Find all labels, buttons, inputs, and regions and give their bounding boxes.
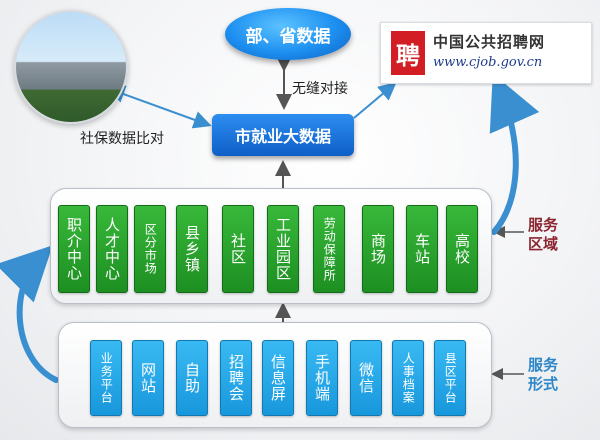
form-item: 招聘会 <box>220 340 252 416</box>
center-to-logo-arrow <box>353 82 397 119</box>
area-item: 工业园区 <box>267 205 299 293</box>
curve-to-logo-arrow <box>489 73 540 235</box>
area-item: 劳动保障所 <box>313 205 345 293</box>
form-item: 县区平台 <box>434 340 466 416</box>
area-item: 高校 <box>446 205 478 293</box>
logo-name: 中国公共招聘网 <box>433 33 546 51</box>
form-item: 人事档案 <box>392 340 424 416</box>
area-item: 区分市场 <box>134 205 166 293</box>
form-item: 微信 <box>350 340 382 416</box>
city-employment-data-node: 市就业大数据 <box>212 114 354 156</box>
area-item: 职介中心 <box>58 205 90 293</box>
form-item: 网站 <box>132 340 164 416</box>
area-item: 县乡镇 <box>176 205 208 293</box>
government-building-photo <box>14 10 128 124</box>
form-item: 自助 <box>176 340 208 416</box>
cjob-logo: 聘 中国公共招聘网 www.cjob.gov.cn <box>380 22 592 84</box>
logo-mark: 聘 <box>391 31 425 75</box>
logo-url: www.cjob.gov.cn <box>433 55 543 70</box>
service-form-label: 服务形式 <box>528 356 559 393</box>
form-item: 手机端 <box>306 340 338 416</box>
provincial-data-node: 部、省数据 <box>225 8 351 60</box>
area-item: 商场 <box>362 205 394 293</box>
form-item: 业务平台 <box>90 340 122 416</box>
seamless-label: 无缝对接 <box>292 81 348 97</box>
service-area-label: 服务区域 <box>528 216 559 253</box>
area-item: 车站 <box>406 205 438 293</box>
area-item: 人才中心 <box>96 205 128 293</box>
social-arrow <box>106 85 212 129</box>
social-compare-label: 社保数据比对 <box>80 131 164 147</box>
area-item: 社区 <box>222 205 254 293</box>
form-item: 信息屏 <box>262 340 294 416</box>
